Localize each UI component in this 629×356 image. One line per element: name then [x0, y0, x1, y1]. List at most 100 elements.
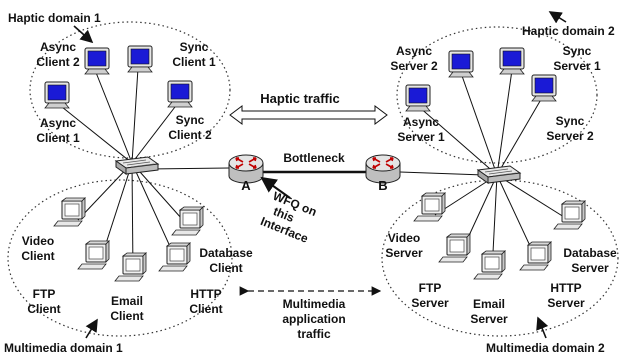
async-server-1-label: Async Server 1 — [397, 115, 445, 144]
svg-text:Client 1: Client 1 — [172, 55, 216, 69]
haptic-domain-1-label: Haptic domain 1 — [8, 11, 101, 25]
database-client-label: Database Client — [199, 246, 253, 275]
left-switch — [115, 156, 159, 175]
async-server-1-monitor — [405, 84, 431, 112]
email-server-pc — [473, 250, 506, 280]
svg-text:Sync: Sync — [563, 44, 592, 58]
async-server-2-monitor — [448, 50, 474, 78]
svg-text:Client: Client — [21, 249, 54, 263]
ftp-client-label: FTP Client — [27, 287, 60, 316]
svg-text:Video: Video — [388, 231, 420, 245]
email-client-pc — [114, 252, 147, 282]
svg-text:Sync: Sync — [180, 40, 209, 54]
wfq-pointer — [260, 176, 291, 199]
haptic-traffic-arrow — [229, 105, 388, 125]
multimedia-domain-2-boundary — [381, 179, 619, 337]
router-a-label: A — [241, 178, 251, 193]
http-client-pc — [158, 242, 191, 272]
sync-client-1-label: Sync Client 1 — [172, 40, 216, 69]
svg-text:FTP: FTP — [33, 287, 56, 301]
svg-text:Async: Async — [403, 115, 439, 129]
http-server-pc — [519, 241, 552, 271]
svg-text:Async: Async — [396, 44, 432, 58]
sync-client-2-label: Sync Client 2 — [168, 113, 212, 142]
svg-text:Client: Client — [110, 309, 143, 323]
sync-client-1-monitor — [127, 45, 153, 73]
svg-text:FTP: FTP — [419, 281, 442, 295]
ftp-client-pc — [77, 240, 110, 270]
svg-text:Client: Client — [209, 261, 242, 275]
router-b-label: B — [378, 178, 387, 193]
svg-text:Database: Database — [563, 246, 617, 260]
svg-text:Server: Server — [411, 296, 449, 310]
async-client-2-label: Async Client 2 — [36, 40, 80, 69]
svg-text:Server 1: Server 1 — [553, 59, 601, 73]
sync-server-1-label: Sync Server 1 — [553, 44, 601, 73]
multimedia-traffic-line-3: traffic — [297, 327, 331, 341]
multimedia-traffic-line-1: Multimedia — [283, 297, 346, 311]
svg-text:HTTP: HTTP — [190, 287, 221, 301]
svg-text:Server 2: Server 2 — [546, 129, 594, 143]
haptic-traffic-label: Haptic traffic — [260, 91, 339, 106]
sync-server-2-label: Sync Server 2 — [546, 114, 594, 143]
svg-text:Sync: Sync — [556, 114, 585, 128]
right-router-switch-link — [399, 171, 485, 176]
async-server-2-label: Async Server 2 — [390, 44, 438, 73]
database-server-pc — [553, 200, 586, 230]
ftp-server-label: FTP Server — [411, 281, 449, 310]
multimedia-domain-1-pointer — [85, 318, 98, 339]
sync-server-1-monitor — [499, 47, 525, 75]
svg-text:Server: Server — [547, 296, 585, 310]
multimedia-domain-2-pointer — [536, 316, 549, 339]
svg-text:Email: Email — [111, 294, 143, 308]
async-client-2-monitor — [84, 47, 110, 75]
video-client-label: Video Client — [21, 234, 54, 263]
svg-text:Email: Email — [473, 297, 505, 311]
async-client-1-monitor — [44, 81, 70, 109]
right-switch — [477, 165, 521, 184]
database-server-label: Database Server — [563, 246, 617, 275]
multimedia-traffic-line-2: application — [282, 312, 345, 326]
email-server-label: Email Server — [470, 297, 508, 326]
router-a: A — [228, 154, 264, 193]
haptic-domain-2-pointer — [548, 11, 567, 24]
svg-text:Client: Client — [189, 302, 222, 316]
svg-text:Server: Server — [470, 312, 508, 326]
left-switch-router-link — [147, 167, 230, 170]
svg-text:Server: Server — [571, 261, 609, 275]
http-server-label: HTTP Server — [547, 281, 585, 310]
svg-text:HTTP: HTTP — [550, 281, 581, 295]
haptic-domain-2-boundary — [396, 26, 598, 164]
video-server-pc — [413, 192, 446, 222]
svg-text:Client 1: Client 1 — [36, 131, 80, 145]
svg-text:Client: Client — [27, 302, 60, 316]
svg-text:Client 2: Client 2 — [36, 55, 80, 69]
svg-text:Video: Video — [22, 234, 54, 248]
haptic-domain-1-boundary — [29, 21, 231, 159]
email-client-label: Email Client — [110, 294, 143, 323]
sync-server-2-monitor — [531, 74, 557, 102]
async-client-1-label: Async Client 1 — [36, 116, 80, 145]
svg-text:Async: Async — [40, 40, 76, 54]
svg-text:Server 1: Server 1 — [397, 130, 445, 144]
router-b: B — [365, 154, 401, 193]
svg-text:Async: Async — [40, 116, 76, 130]
svg-text:Client 2: Client 2 — [168, 128, 212, 142]
ftp-server-pc — [438, 233, 471, 263]
multimedia-domain-1-label: Multimedia domain 1 — [4, 341, 123, 355]
database-client-pc — [171, 206, 204, 236]
svg-text:Server 2: Server 2 — [390, 59, 438, 73]
video-server-label: Video Server — [385, 231, 423, 260]
haptic-domain-2-label: Haptic domain 2 — [522, 24, 615, 38]
wfq-label: WFQ on this Interface — [259, 189, 319, 246]
sync-client-2-monitor — [167, 80, 193, 108]
svg-text:Database: Database — [199, 246, 253, 260]
bottleneck-label: Bottleneck — [283, 151, 345, 165]
http-client-label: HTTP Client — [189, 287, 222, 316]
haptic-domain-1-pointer — [73, 25, 94, 44]
svg-text:Sync: Sync — [176, 113, 205, 127]
video-client-pc — [53, 197, 86, 227]
multimedia-domain-1-boundary — [7, 179, 233, 337]
